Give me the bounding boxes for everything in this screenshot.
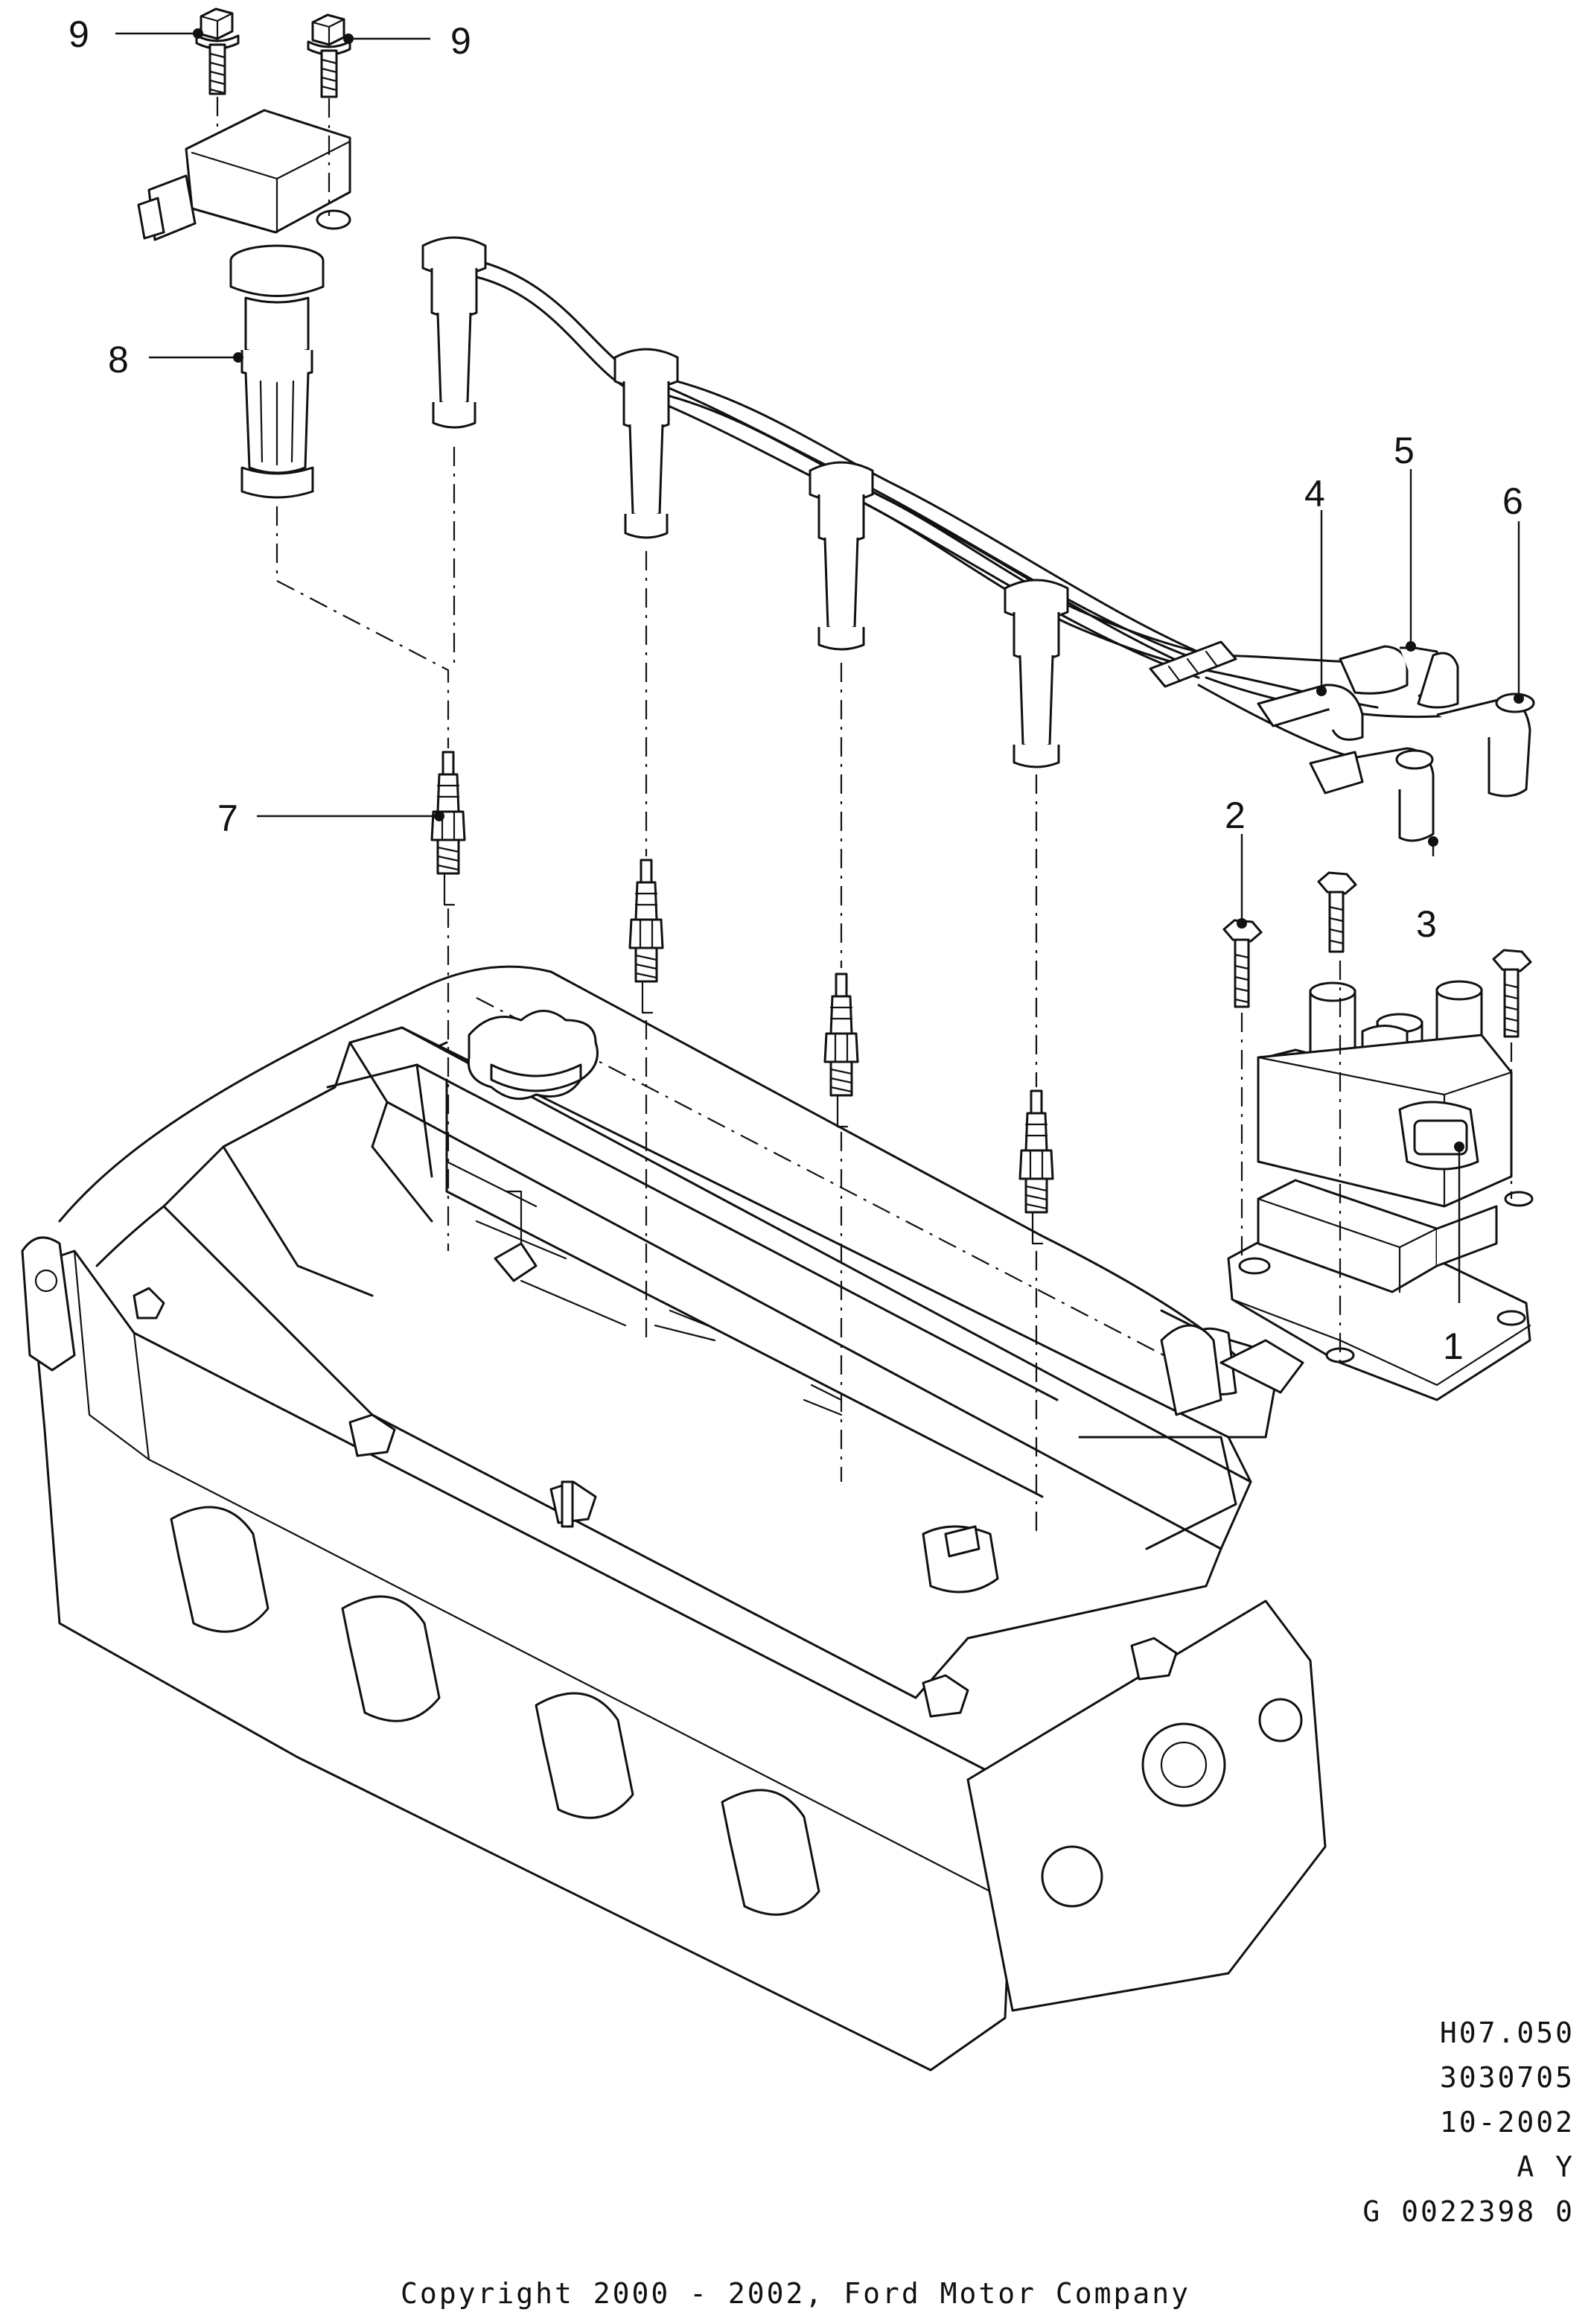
callout-3: 3 bbox=[1416, 903, 1437, 945]
ignition-wire-harness bbox=[475, 259, 1535, 842]
callout-9-right: 9 bbox=[450, 20, 471, 62]
callout-leaders bbox=[115, 28, 1524, 1303]
drawing-revision: A Y bbox=[1517, 2151, 1575, 2183]
bolt-9-right bbox=[307, 13, 351, 98]
callout-1: 1 bbox=[1443, 1325, 1464, 1367]
callout-5: 5 bbox=[1394, 430, 1415, 471]
bolts-2 bbox=[1222, 871, 1532, 1038]
drawing-reference: G 0022398 0 bbox=[1362, 2195, 1575, 2228]
drawing-code: H07.050 bbox=[1439, 2016, 1575, 2049]
callout-6: 6 bbox=[1502, 480, 1523, 522]
callout-4: 4 bbox=[1304, 473, 1325, 515]
coil-on-plug-8 bbox=[137, 109, 351, 499]
drawing-number: 3030705 bbox=[1439, 2061, 1575, 2094]
bolt-9-left bbox=[195, 7, 240, 95]
callout-7: 7 bbox=[217, 798, 238, 839]
callout-8: 8 bbox=[108, 339, 129, 381]
callout-2: 2 bbox=[1225, 795, 1246, 836]
ignition-coil-1 bbox=[1227, 980, 1534, 1401]
wire-boots-plug-end bbox=[421, 236, 1069, 768]
callout-numbers: 9 9 8 7 2 3 4 5 6 1 bbox=[68, 13, 1523, 1367]
cylinder-head bbox=[21, 965, 1327, 2072]
alignment-centerlines bbox=[216, 97, 1513, 1534]
drawing-info-block: H07.050 3030705 10-2002 A Y G 0022398 0 bbox=[1351, 2011, 1575, 2234]
copyright-notice: Copyright 2000 - 2002, Ford Motor Compan… bbox=[401, 2277, 1190, 2310]
drawing-date: 10-2002 bbox=[1439, 2106, 1575, 2139]
callout-9-left: 9 bbox=[68, 13, 89, 55]
spark-plugs-7 bbox=[430, 751, 1054, 1245]
